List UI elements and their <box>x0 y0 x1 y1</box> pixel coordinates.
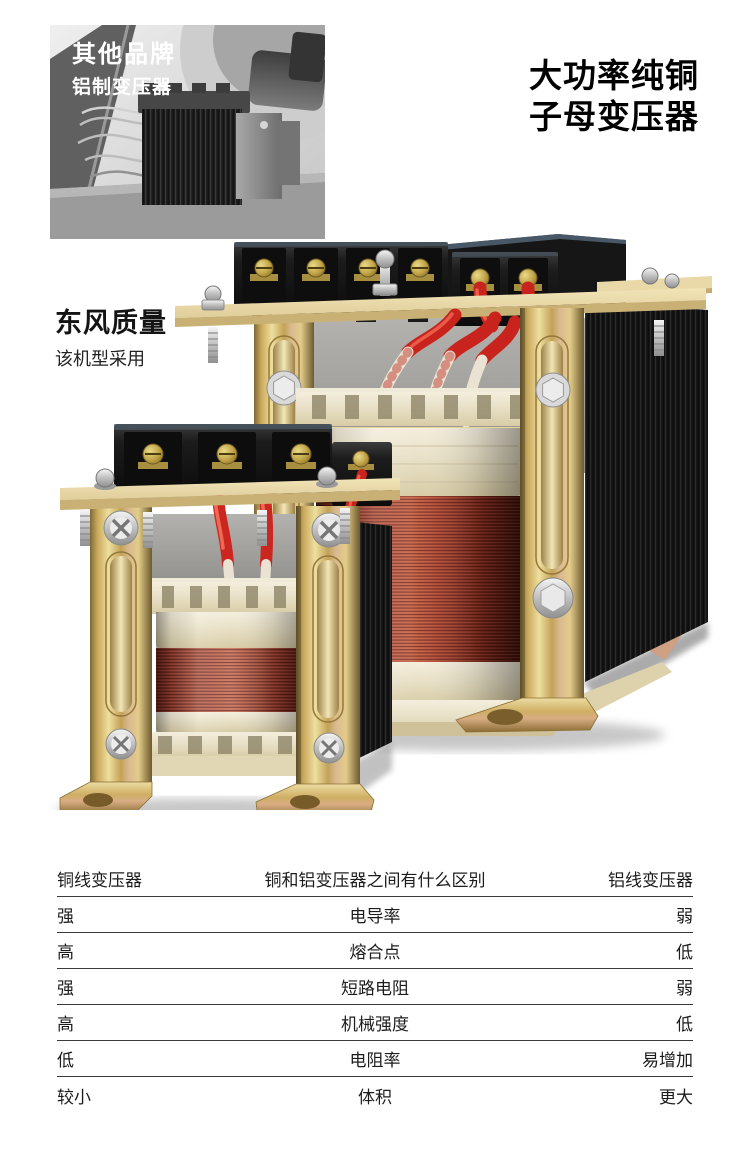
cell-center: 电导率 <box>349 907 401 926</box>
cell-center: 电阻率 <box>349 1051 401 1070</box>
table-row-conductivity: 强 电导率 弱 <box>57 897 693 933</box>
table-row-mechanical-strength: 高 机械强度 低 <box>57 1005 693 1041</box>
comparison-table: 铜线变压器 铜和铝变压器之间有什么区别 铝线变压器 强 电导率 弱 高 熔合点 … <box>57 861 693 1113</box>
cell-right: 弱 <box>676 979 693 998</box>
table-header-row: 铜线变压器 铜和铝变压器之间有什么区别 铝线变压器 <box>57 861 693 897</box>
motor-body <box>248 31 325 111</box>
cell-left: 高 <box>57 1015 74 1034</box>
right-bracket <box>455 308 599 733</box>
competitor-subtitle: 铝制变压器 <box>72 76 173 98</box>
terminal-block-left <box>234 242 448 322</box>
cell-right: 低 <box>676 1015 693 1034</box>
cell-left: 强 <box>57 979 74 998</box>
cell-left: 低 <box>57 1051 74 1070</box>
mounting-plate-small <box>60 466 400 549</box>
page-title-line2: 子母变压器 <box>529 98 699 135</box>
small-transformer <box>55 424 400 810</box>
cell-center: 熔合点 <box>349 943 401 962</box>
mounting-plate <box>175 249 712 364</box>
table-row-short-circuit-resistance: 强 短路电阻 弱 <box>57 969 693 1005</box>
cell-right: 易增加 <box>642 1051 693 1070</box>
cell-right: 低 <box>676 943 693 962</box>
brass-terminal-screws <box>250 258 434 281</box>
cell-center: 短路电阻 <box>341 979 409 998</box>
laminated-core <box>585 300 708 682</box>
page-title-line1: 大功率纯铜 <box>529 57 699 94</box>
competitor-photo: 其他品牌 铝制变压器 <box>50 25 325 239</box>
quality-title: 东风质量 <box>55 308 167 338</box>
bobbin-bottom-small <box>144 732 312 776</box>
header-aluminum-transformer: 铝线变压器 <box>608 871 693 890</box>
product-photo <box>55 234 712 810</box>
competitor-title: 其他品牌 <box>72 41 176 68</box>
competitor-photo-illustration <box>50 25 325 239</box>
header-copper-transformer: 铜线变压器 <box>57 871 142 890</box>
terminal-block-small <box>114 424 332 494</box>
beam-sheen <box>428 234 626 251</box>
right-bracket-small <box>296 506 360 784</box>
header-comparison-question: 铜和铝变压器之间有什么区别 <box>264 871 486 890</box>
brass-terminal-screws <box>138 443 316 469</box>
cell-left: 强 <box>57 907 74 926</box>
page-title: 大功率纯铜 子母变压器 <box>529 55 699 137</box>
bracket-feet-small <box>59 781 375 810</box>
bobbin-top-small <box>150 578 306 614</box>
cell-right: 更大 <box>659 1087 693 1107</box>
inset-caption: 其他品牌 铝制变压器 <box>72 41 176 99</box>
table-row-volume: 较小 体积 更大 <box>57 1077 693 1113</box>
left-bracket-small <box>90 502 152 782</box>
cell-left: 高 <box>57 943 74 962</box>
cell-center: 机械强度 <box>341 1015 409 1034</box>
table-row-resistivity: 低 电阻率 易增加 <box>57 1041 693 1077</box>
table-row-fusion-point: 高 熔合点 低 <box>57 933 693 969</box>
cell-left: 较小 <box>57 1087 91 1107</box>
aluminum-transformer <box>138 83 300 205</box>
cell-center: 体积 <box>358 1087 392 1107</box>
quality-label: 东风质量 该机型采用 <box>55 301 167 371</box>
cell-right: 弱 <box>676 907 693 926</box>
copper-coil-small <box>156 612 306 732</box>
bracket-foot <box>455 697 599 733</box>
quality-subtitle: 该机型采用 <box>55 349 145 369</box>
